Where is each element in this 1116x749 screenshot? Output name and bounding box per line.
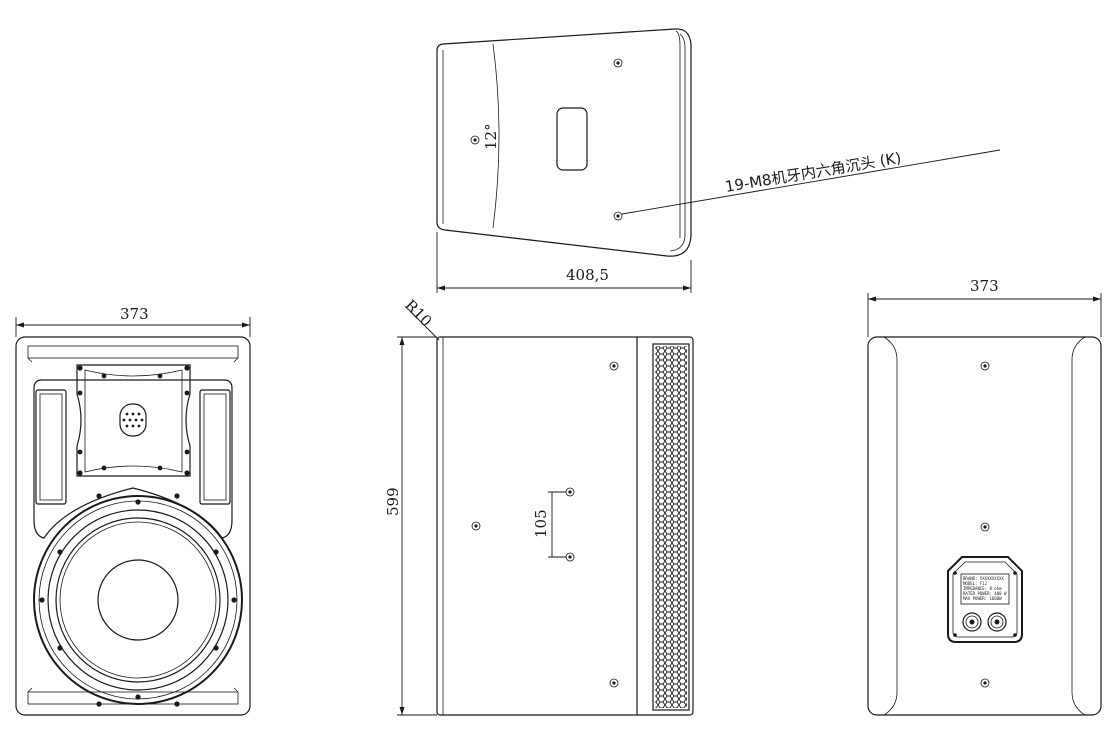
rear-view: 373 BRAND: XXXXXXXXXX MODEL: F12 IMPEDAN… (867, 277, 1102, 716)
mount-callout-text: 19-M8机牙内六角沉头 (K) (724, 149, 903, 196)
corner-radius-label: R10 (401, 296, 435, 330)
nameplate-line-1: BRAND: XXXXXXXXXX (963, 576, 1005, 581)
top-depth-dimension: 408,5 (566, 266, 609, 284)
front-view: 373 (15, 305, 251, 716)
speakon-connector-right (987, 612, 1007, 632)
nameplate-line-5: MAX POWER: 1600W (963, 596, 1002, 601)
nameplate-line-2: MODEL: F12 (963, 581, 988, 586)
nameplate-line-3: IMPEDANCE: 8 ohm (963, 586, 1002, 591)
top-view: 12° 19-M8机牙内六角沉头 (K) 408,5 (436, 28, 1001, 293)
rear-width-dimension: 373 (970, 277, 999, 295)
side-view: 105 599 R10 (384, 296, 694, 716)
nameplate-line-4: RATED POWER: 400 W (963, 591, 1007, 596)
side-grille-mesh (655, 346, 687, 708)
front-width-dimension: 373 (120, 305, 149, 323)
speakon-connector-left (962, 612, 982, 632)
mount-spacing-dimension: 105 (532, 509, 550, 538)
side-height-dimension: 599 (384, 487, 402, 516)
mount-callout-leader (621, 149, 1001, 215)
tilt-angle-label: 12° (482, 123, 500, 150)
